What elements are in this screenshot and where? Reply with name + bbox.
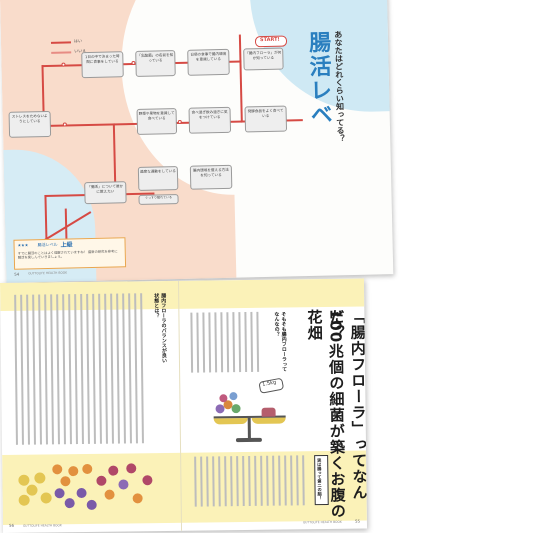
flow-box-12: ぐっすり眠れている	[138, 194, 179, 205]
section-heading-2: 腸内フローラのバランスが良い状態とは？	[153, 292, 167, 364]
front-page-number-left-text: 56	[8, 522, 15, 528]
start-label: START!	[259, 36, 280, 44]
flow-box-1: 「腸内フローラ」が何か知っている	[243, 47, 284, 71]
back-page-number: 54	[14, 271, 20, 277]
flow-box-11: 「腸活」について誰かに教えたい	[84, 181, 127, 205]
front-footer-right: GUTTOLIFE HEALTH BOOK	[302, 519, 342, 525]
flow-box-8: ストレスをためないようにしている	[8, 110, 52, 138]
level-value: 上級	[60, 241, 73, 249]
flow-box-7: 野菜や果物を意識して食べている	[136, 108, 178, 135]
flow-box-2: 日頃の食事で腸内環境を意識している	[187, 48, 230, 76]
front-page-spread: 「腸内フローラ」ってなんだ？ 100兆個の細菌が築くお腹の花畑 そもそも腸内フロ…	[0, 278, 368, 533]
legend-yes: はい	[73, 38, 83, 44]
level-label: 腸活レベル	[37, 241, 58, 248]
back-heading: 腸活レベ	[304, 30, 332, 128]
front-page-number-right: 55	[354, 518, 361, 524]
section-heading-1: そもそも腸内フローラってなんなの？	[273, 311, 288, 372]
flow-box-5: 発酵食品をよく食べている	[244, 105, 288, 133]
callout-text: 実は腸って第二の脳！	[317, 458, 323, 501]
bacteria-illustration	[16, 457, 167, 519]
back-page-spread: はい いいえ 「腸内フローラ」が何か知っている 日頃の食事で腸内環境を意識してい…	[0, 0, 394, 283]
flow-box-10: 適度な運動をしている	[137, 166, 179, 191]
yellow-band-top	[0, 278, 365, 311]
flow-box-4: 1日の中で決まった時間に食事をしている	[81, 51, 124, 79]
level-stars: ★★★	[17, 242, 29, 248]
front-footer-left: GUTTOLIFE HEALTH BOOK	[22, 523, 62, 528]
flow-box-6: 食べ過ぎ飲み過ぎに気をつけている	[188, 106, 232, 134]
flow-box-3: 「乳酸菌」の名前を知っている	[135, 50, 176, 77]
flow-box-9: 腸内環境を整える方法を知っている	[189, 164, 233, 190]
